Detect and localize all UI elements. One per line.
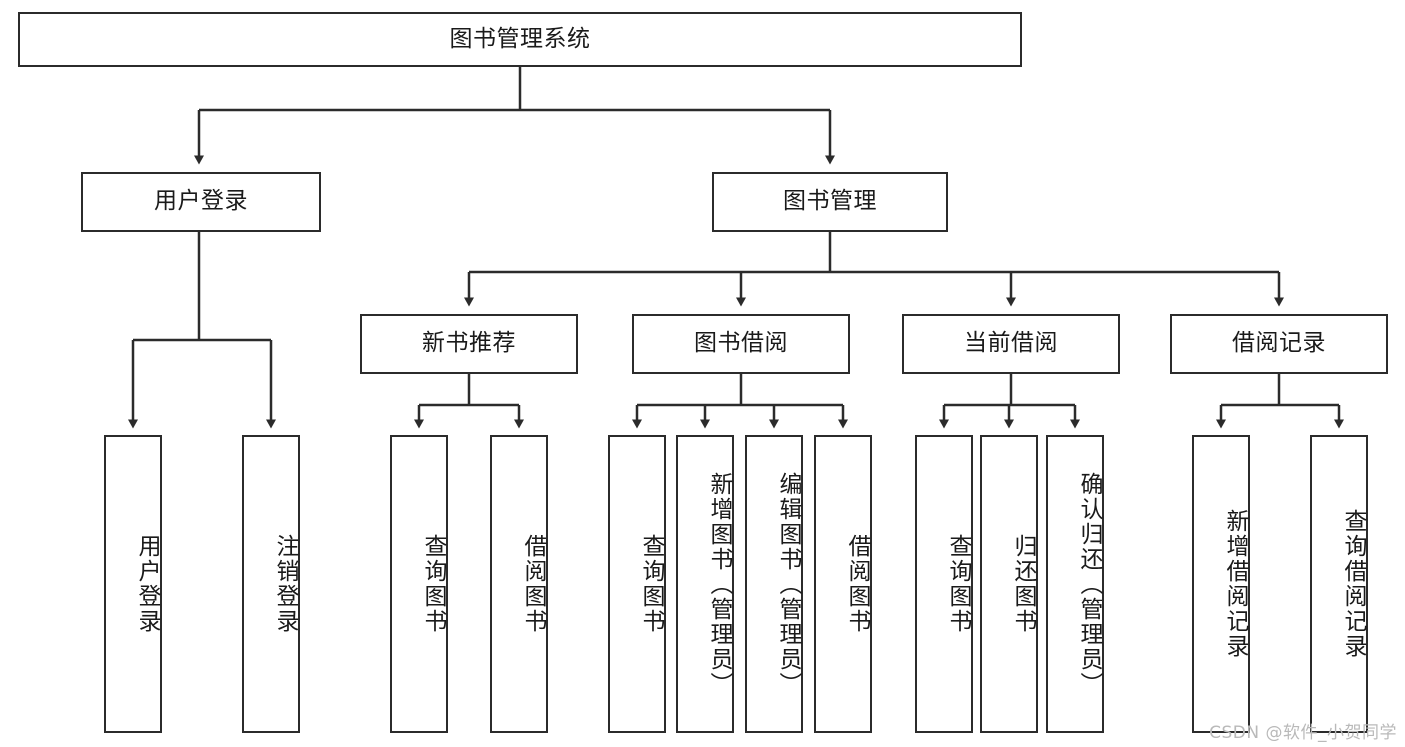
node-label: 确认归还（管理员） bbox=[1076, 471, 1102, 697]
node-label: 编辑图书（管理员） bbox=[775, 471, 801, 697]
node-label: 查询图书 bbox=[945, 534, 971, 634]
leaf-book-borrow-add[interactable]: 新增图书（管理员） bbox=[676, 435, 734, 733]
node-label: 借阅图书 bbox=[520, 534, 546, 634]
leaf-borrow-record-query[interactable]: 查询借阅记录 bbox=[1310, 435, 1368, 733]
node-label: 用户登录 bbox=[154, 188, 248, 215]
node-label: 图书管理 bbox=[783, 188, 877, 215]
leaf-current-borrow-return[interactable]: 归还图书 bbox=[980, 435, 1038, 733]
leaf-current-borrow-query[interactable]: 查询图书 bbox=[915, 435, 973, 733]
node-book-management[interactable]: 图书管理 bbox=[712, 172, 948, 232]
node-label: 用户登录 bbox=[134, 534, 160, 634]
node-borrow-record[interactable]: 借阅记录 bbox=[1170, 314, 1388, 374]
leaf-new-book-query[interactable]: 查询图书 bbox=[390, 435, 448, 733]
leaf-book-borrow-query[interactable]: 查询图书 bbox=[608, 435, 666, 733]
node-label: 图书管理系统 bbox=[449, 25, 591, 52]
node-label: 查询借阅记录 bbox=[1340, 509, 1366, 659]
node-label: 查询图书 bbox=[638, 534, 664, 634]
node-label: 借阅图书 bbox=[844, 534, 870, 634]
leaf-book-borrow-edit[interactable]: 编辑图书（管理员） bbox=[745, 435, 803, 733]
node-label: 归还图书 bbox=[1010, 534, 1036, 634]
node-book-borrow[interactable]: 图书借阅 bbox=[632, 314, 850, 374]
node-label: 新书推荐 bbox=[422, 330, 516, 357]
node-current-borrow[interactable]: 当前借阅 bbox=[902, 314, 1120, 374]
node-label: 当前借阅 bbox=[964, 330, 1058, 357]
node-book-management-system[interactable]: 图书管理系统 bbox=[18, 12, 1022, 67]
leaf-current-borrow-confirm-return[interactable]: 确认归还（管理员） bbox=[1046, 435, 1104, 733]
watermark-text: CSDN @软件_小贺同学 bbox=[1209, 723, 1397, 743]
node-label: 新增借阅记录 bbox=[1222, 509, 1248, 659]
leaf-borrow-record-add[interactable]: 新增借阅记录 bbox=[1192, 435, 1250, 733]
node-label: 图书借阅 bbox=[694, 330, 788, 357]
node-label: 借阅记录 bbox=[1232, 330, 1326, 357]
node-label: 注销登录 bbox=[272, 534, 298, 634]
node-label: 新增图书（管理员） bbox=[706, 471, 732, 697]
leaf-new-book-borrow[interactable]: 借阅图书 bbox=[490, 435, 548, 733]
leaf-user-login-logout[interactable]: 注销登录 bbox=[242, 435, 300, 733]
leaf-book-borrow-borrow[interactable]: 借阅图书 bbox=[814, 435, 872, 733]
node-new-book-recommend[interactable]: 新书推荐 bbox=[360, 314, 578, 374]
node-label: 查询图书 bbox=[420, 534, 446, 634]
leaf-user-login-login[interactable]: 用户登录 bbox=[104, 435, 162, 733]
node-user-login[interactable]: 用户登录 bbox=[81, 172, 321, 232]
